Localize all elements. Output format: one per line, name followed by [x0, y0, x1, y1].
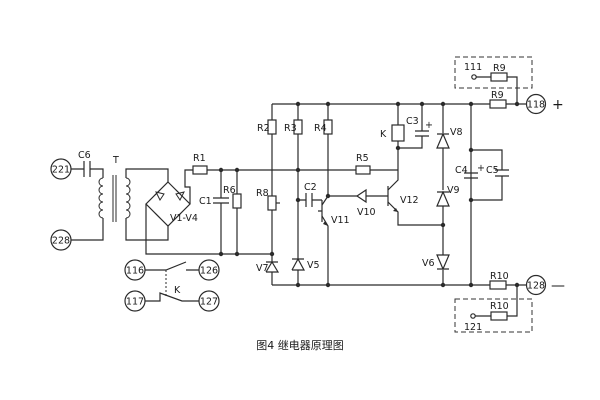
- bridge-rectifier-v1-v4: V1-V4: [145, 169, 272, 255]
- output-positive: R9 118 + 111 R9: [454, 56, 564, 115]
- label-v5: V5: [307, 260, 320, 271]
- label-r4: R4: [314, 123, 327, 134]
- transistor-v11-section: R4 V11: [314, 104, 357, 285]
- zener-diode-v7: [265, 260, 280, 273]
- terminal-118: [525, 93, 547, 115]
- capacitor-c4: [464, 172, 478, 179]
- capacitor-c6: [83, 161, 91, 177]
- label-r10-option: R10: [490, 301, 509, 312]
- label-c3: C3: [406, 116, 419, 127]
- capacitor-c2: [305, 193, 313, 207]
- resistor-r10-main: [489, 280, 507, 290]
- input-section: 221 228 C6 T: [50, 150, 169, 251]
- label-t: T: [112, 155, 119, 166]
- label-r5: R5: [356, 153, 369, 164]
- terminal-128: [525, 274, 547, 296]
- resistor-r9-option: [490, 72, 508, 82]
- label-k: K: [380, 129, 387, 140]
- label-v7: V7: [256, 263, 269, 274]
- capacitor-c5: [495, 169, 509, 177]
- terminal-116-label: 116: [126, 266, 144, 277]
- resistor-r5: [355, 165, 371, 175]
- label-c2: C2: [304, 182, 317, 193]
- terminal-117-label: 117: [126, 297, 144, 308]
- diode-v6: [436, 254, 450, 271]
- optional-box-111: [454, 56, 533, 89]
- transformer-secondary-coil: [125, 177, 131, 219]
- resistor-r6: [232, 193, 242, 209]
- label-c3-plus: +: [425, 120, 433, 131]
- voltage-divider-section: R2 R8 V7: [256, 104, 280, 285]
- label-v1-v4: V1-V4: [170, 213, 198, 224]
- relay-contacts: 116 126 117 127 K: [124, 259, 220, 312]
- terminal-121-label: 121: [464, 322, 482, 333]
- terminal-127-label: 127: [200, 297, 218, 308]
- negative-sign: —: [551, 278, 565, 294]
- label-v6: V6: [422, 258, 435, 269]
- label-c6: C6: [78, 150, 91, 161]
- label-r6: R6: [223, 185, 236, 196]
- output-negative: R10 128 — R10 121: [454, 271, 565, 333]
- diode-v9: [436, 190, 450, 207]
- label-r9-main: R9: [491, 90, 504, 101]
- label-r10-main: R10: [490, 271, 509, 282]
- resistor-r1: [192, 165, 208, 175]
- protection-diodes: V8 V9 V6: [422, 104, 463, 285]
- label-c5: C5: [486, 165, 499, 176]
- figure-caption: 图4 继电器原理图: [256, 339, 344, 352]
- terminal-126-label: 126: [200, 266, 218, 277]
- label-v8: V8: [450, 127, 463, 138]
- label-v10: V10: [357, 207, 376, 218]
- label-r8: R8: [256, 188, 269, 199]
- label-r9-option: R9: [493, 63, 506, 74]
- capacitor-c1: [213, 197, 229, 204]
- label-k-switch: K: [174, 285, 181, 296]
- timing-section: R3 C2 V5: [284, 104, 322, 285]
- transformer-primary-coil: [98, 177, 104, 219]
- positive-sign: +: [552, 97, 564, 113]
- relay-coil-k: [391, 124, 405, 142]
- optional-box-121: [454, 298, 533, 333]
- label-v11: V11: [331, 215, 350, 226]
- output-section: R5 V10 V12 K C3 +: [355, 101, 443, 226]
- transistor-v11: [318, 200, 323, 222]
- label-r3: R3: [284, 123, 297, 134]
- label-r1: R1: [193, 153, 206, 164]
- zener-diode-v5: [291, 257, 306, 271]
- diode-v10: [355, 188, 367, 204]
- label-c4: C4: [455, 165, 468, 176]
- diode-v8: [436, 132, 450, 149]
- resistor-r2: [267, 119, 277, 135]
- label-v9: V9: [447, 185, 460, 196]
- output-capacitors: C4 + C5: [455, 104, 509, 285]
- resistor-r9-main: [489, 99, 507, 109]
- terminal-111-label: 111: [464, 62, 482, 73]
- potentiometer-r8: [267, 195, 277, 211]
- terminal-128-label: 128: [527, 281, 545, 292]
- label-c4-plus: +: [477, 163, 485, 174]
- transformer-core: [112, 175, 117, 222]
- contact-116-126: [145, 261, 199, 271]
- terminal-228-label: 228: [52, 236, 70, 247]
- resistor-r3: [293, 119, 303, 135]
- terminal-221-label: 221: [52, 165, 70, 176]
- label-v12: V12: [400, 195, 419, 206]
- contact-117-127: [145, 292, 199, 302]
- label-c1: C1: [199, 196, 212, 207]
- resistor-r4: [323, 119, 333, 135]
- label-r2: R2: [257, 123, 270, 134]
- resistor-r10-option: [490, 311, 508, 321]
- filter-section: R1 C1 R6: [192, 153, 360, 257]
- terminal-118-label: 118: [527, 100, 545, 111]
- capacitor-c3: [415, 130, 429, 137]
